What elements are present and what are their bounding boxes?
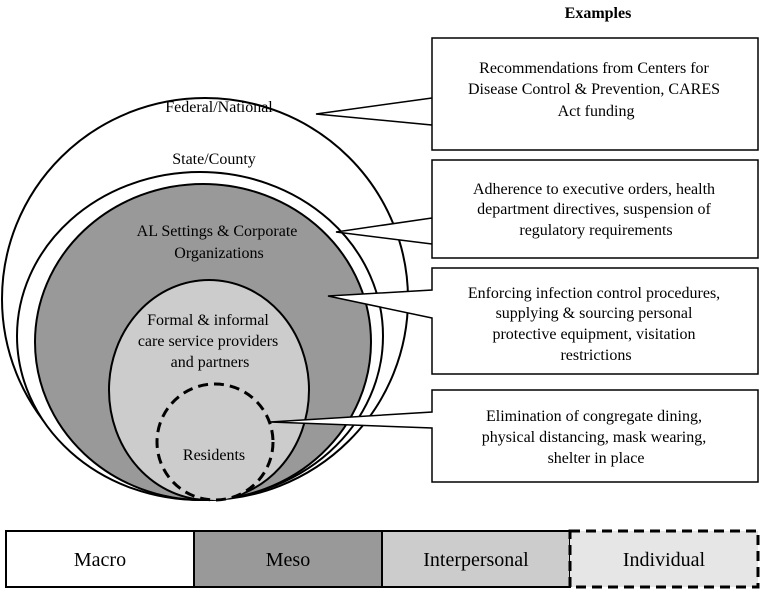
callout-residents — [269, 389, 759, 483]
example-state-text: Adherence to executive orders, health de… — [473, 181, 719, 239]
legend-interpersonal-label: Interpersonal — [423, 549, 529, 571]
examples-heading: Examples — [565, 5, 632, 22]
label-care-providers: Formal & informal care service providers… — [138, 312, 282, 371]
legend-meso-box — [193, 530, 383, 588]
label-federal-national: Federal/National — [165, 99, 273, 116]
legend-individual-label: Individual — [623, 549, 706, 571]
example-residents-text: Elimination of congregate dining, physic… — [482, 408, 710, 467]
legend-macro-box — [5, 530, 195, 588]
example-al-text: Enforcing infection control procedures, … — [468, 285, 724, 364]
residents-ellipse — [155, 382, 275, 502]
legend-individual-box — [568, 529, 760, 589]
label-state-county: State/County — [172, 151, 256, 168]
example-federal-text: Recommendations from Centers for Disease… — [468, 60, 724, 120]
label-residents: Residents — [183, 447, 245, 464]
callout-federal — [315, 37, 759, 151]
label-al-settings: AL Settings & Corporate Organizations — [137, 223, 302, 262]
legend-meso-label: Meso — [266, 549, 310, 571]
legend-macro-label: Macro — [74, 549, 126, 571]
callout-al — [327, 267, 759, 375]
legend-bar: Macro Meso Interpersonal Individual — [5, 529, 760, 589]
callout-state — [335, 159, 759, 259]
legend-interpersonal-box — [381, 530, 571, 588]
